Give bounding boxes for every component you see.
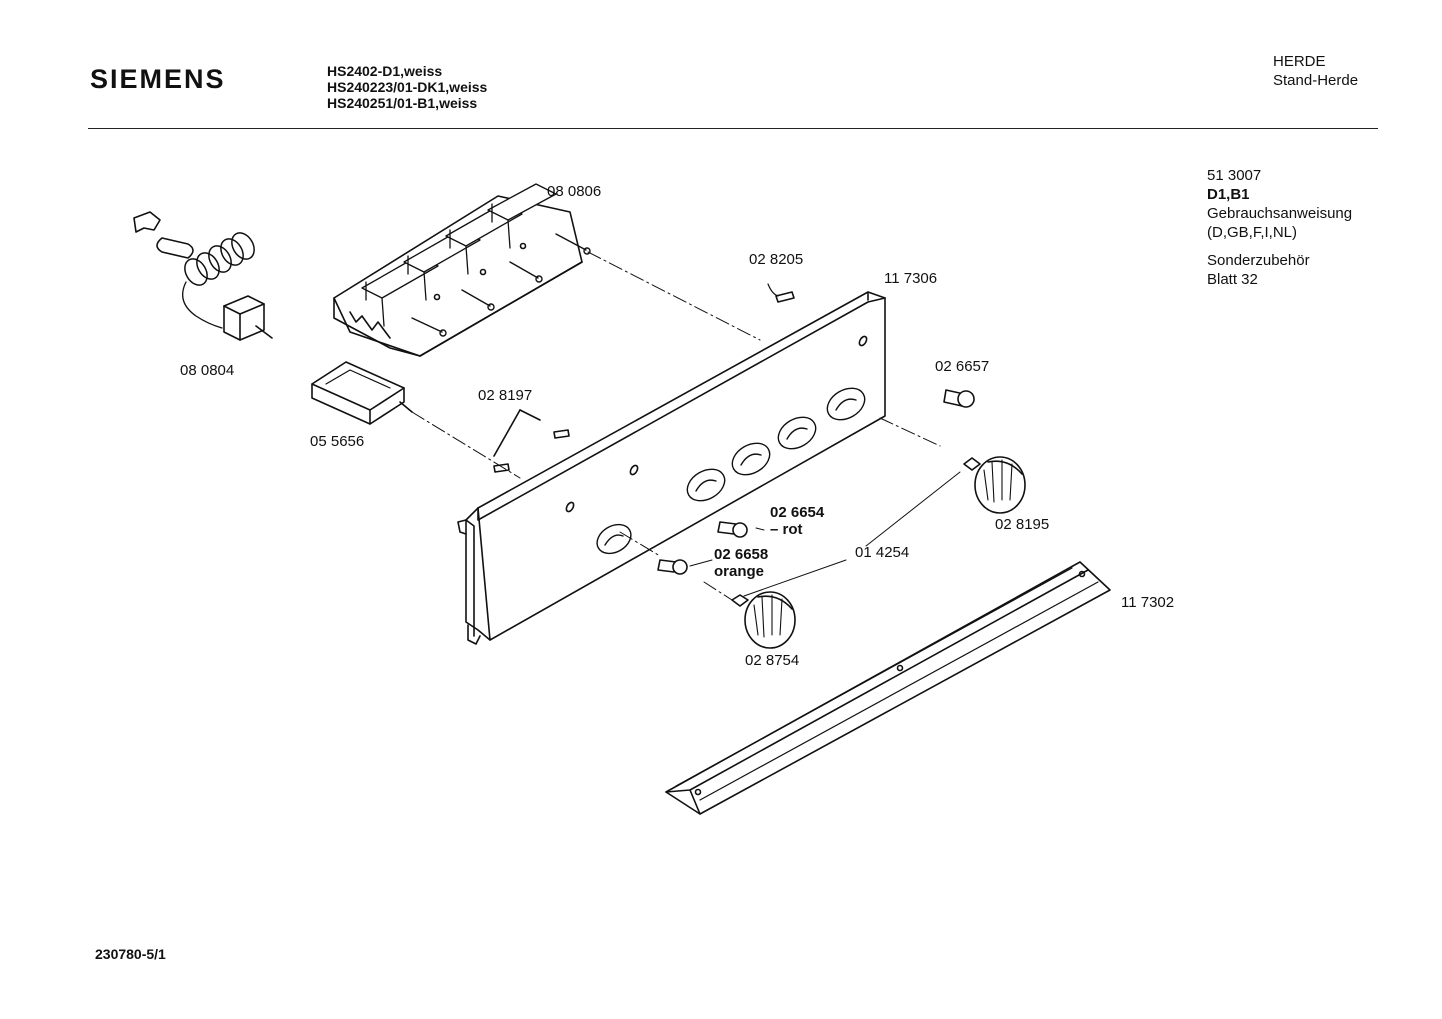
label-080806: 08 0806 bbox=[547, 183, 602, 200]
header-divider bbox=[88, 128, 1378, 129]
info-languages: (D,GB,F,I,NL) bbox=[1207, 224, 1298, 241]
pins-028197 bbox=[493, 409, 570, 473]
label-026658-number: 02 6658 bbox=[714, 546, 769, 563]
knob-028754 bbox=[731, 591, 796, 649]
info-sheet: Blatt 32 bbox=[1207, 271, 1258, 288]
info-block: 51 3007 D1,B1 Gebrauchsanweisung (D,GB,F… bbox=[1207, 166, 1352, 289]
label-117306: 11 7306 bbox=[884, 270, 938, 287]
lens-026657 bbox=[943, 389, 975, 408]
model-3: HS240251/01-B1,weiss bbox=[327, 95, 478, 111]
label-055656: 05 5656 bbox=[310, 433, 365, 450]
switch-block bbox=[333, 183, 591, 357]
document-id: 230780-5/1 bbox=[95, 946, 166, 962]
label-026658-color: orange bbox=[714, 563, 765, 580]
label-026657: 02 6657 bbox=[935, 358, 990, 375]
label-028754: 02 8754 bbox=[745, 652, 800, 669]
thermostat-assembly bbox=[133, 211, 273, 341]
indicator-module bbox=[311, 361, 413, 425]
label-026658: 02 6658 orange bbox=[714, 546, 768, 580]
label-028197: 02 8197 bbox=[478, 387, 533, 404]
label-117302: 11 7302 bbox=[1121, 594, 1175, 611]
category: HERDE bbox=[1273, 53, 1326, 70]
label-080804: 08 0804 bbox=[180, 362, 235, 379]
label-028205: 02 8205 bbox=[749, 251, 804, 268]
info-code: 51 3007 bbox=[1207, 167, 1262, 184]
knob-028195 bbox=[963, 456, 1026, 514]
lens-026654 bbox=[717, 521, 748, 538]
bottom-rail bbox=[665, 561, 1111, 815]
info-variant: D1,B1 bbox=[1207, 186, 1250, 203]
model-list: HS2402-D1,weiss HS240223/01-DK1,weiss HS… bbox=[327, 63, 487, 111]
info-manual: Gebrauchsanweisung bbox=[1207, 205, 1353, 222]
lens-026658 bbox=[657, 559, 688, 575]
label-028195: 02 8195 bbox=[995, 516, 1050, 533]
pin-028205 bbox=[767, 283, 795, 303]
model-1: HS2402-D1,weiss bbox=[327, 63, 443, 79]
info-accessories: Sonderzubehör bbox=[1207, 252, 1310, 269]
label-026654-color: – rot bbox=[770, 521, 803, 538]
label-026654: 02 6654 – rot bbox=[770, 504, 824, 538]
control-panel bbox=[457, 291, 886, 645]
brand-logo: SIEMENS bbox=[90, 64, 226, 94]
subcategory: Stand-Herde bbox=[1273, 72, 1359, 89]
model-2: HS240223/01-DK1,weiss bbox=[327, 79, 488, 95]
category-block: HERDE Stand-Herde bbox=[1273, 52, 1358, 90]
label-014254: 01 4254 bbox=[855, 544, 910, 561]
label-026654-number: 02 6654 bbox=[770, 504, 825, 521]
